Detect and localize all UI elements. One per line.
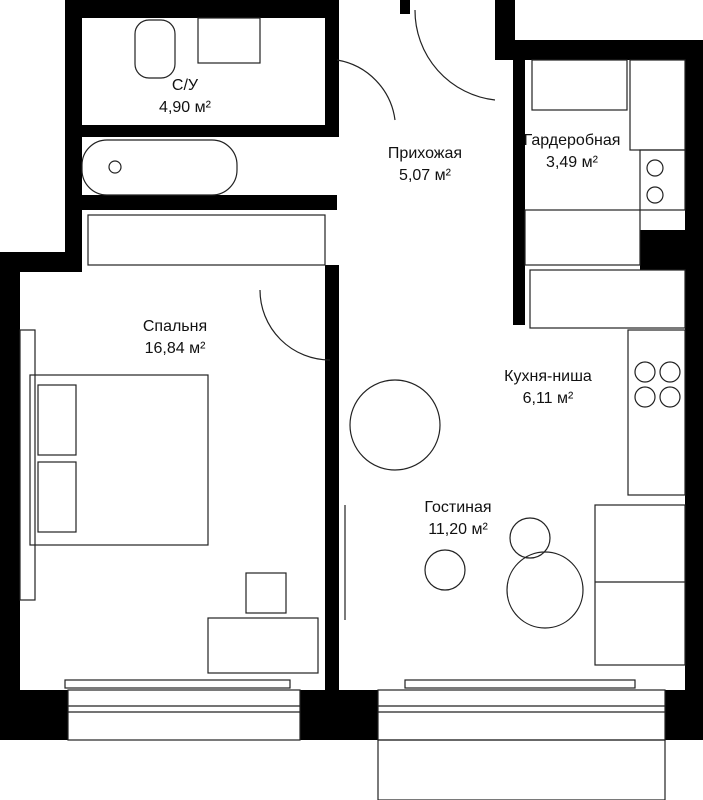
room-name: Спальня xyxy=(142,318,208,335)
room-area: 6,11 м² xyxy=(522,390,574,407)
room-label-bedroom: Спальня 16,84 м² xyxy=(143,316,207,360)
walls xyxy=(0,0,703,740)
room-area: 4,90 м² xyxy=(159,99,211,116)
room-name: Гардеробная xyxy=(523,132,621,149)
room-label-bathroom: С/У 4,90 м² xyxy=(159,75,211,119)
room-name: С/У xyxy=(171,77,199,94)
room-label-kitchen: Кухня-ниша 6,11 м² xyxy=(504,366,592,410)
room-area: 16,84 м² xyxy=(144,340,206,357)
room-label-hallway: Прихожая 5,07 м² xyxy=(388,143,462,187)
room-name: Прихожая xyxy=(387,145,463,162)
fixtures xyxy=(19,9,686,800)
room-name: Кухня-ниша xyxy=(504,368,592,385)
room-area: 3,49 м² xyxy=(546,154,598,171)
room-area: 5,07 м² xyxy=(399,167,451,184)
room-area: 11,20 м² xyxy=(428,521,488,538)
room-label-living: Гостиная 11,20 м² xyxy=(424,497,491,541)
room-label-wardrobe: Гардеробная 3,49 м² xyxy=(524,130,621,174)
room-name: Гостиная xyxy=(424,499,492,516)
